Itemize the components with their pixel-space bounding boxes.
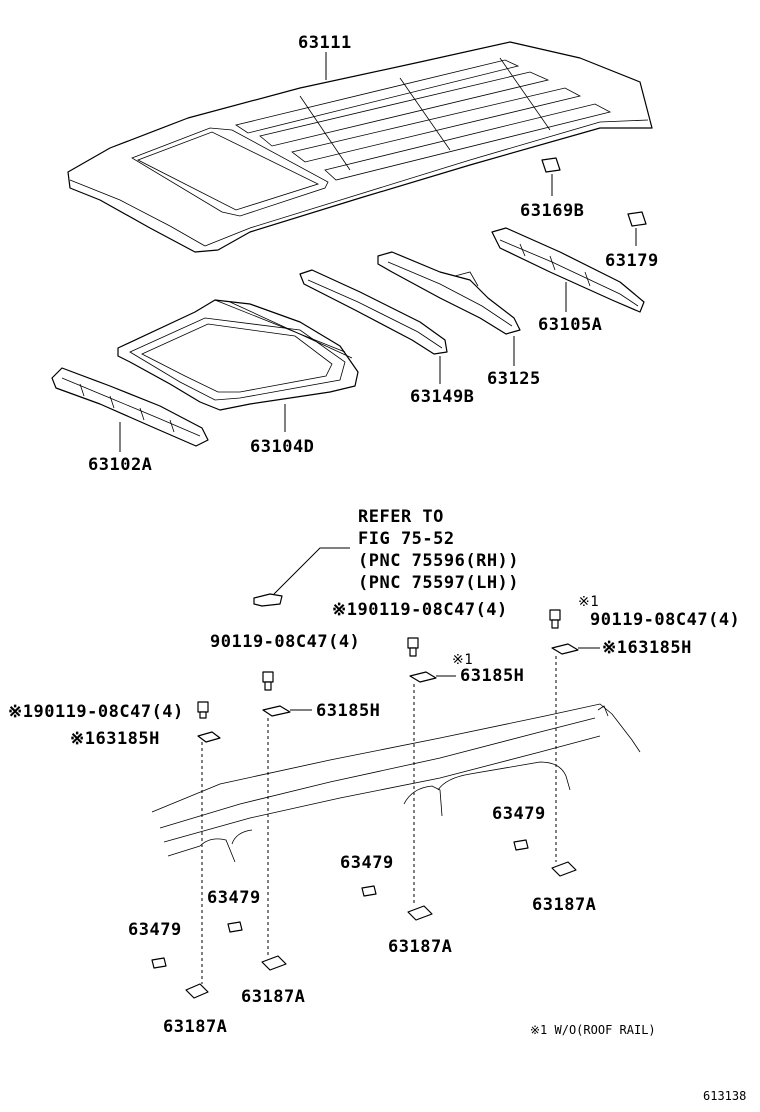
bracket-3-icon[interactable] — [407, 905, 433, 921]
label-screw-c: 90119-08C47(4) — [210, 632, 360, 652]
label-cover-b-mark: ※1 — [452, 652, 473, 668]
refer-line-4: (PNC 75597(LH)) — [358, 573, 519, 593]
reinforcement-63102a[interactable] — [51, 367, 209, 447]
refer-line-3: (PNC 75596(RH)) — [358, 551, 519, 571]
pad-63179[interactable] — [627, 211, 647, 227]
label-clip-1: 63479 — [128, 920, 182, 940]
label-bracket-3: 63187A — [388, 937, 452, 957]
label-63104d: 63104D — [250, 437, 314, 457]
label-screw-b-mark: ※1 — [578, 594, 599, 610]
screw-a-icon[interactable] — [407, 637, 419, 657]
cover-d-icon[interactable] — [197, 731, 221, 743]
sunroof-housing-63104d[interactable] — [117, 299, 359, 411]
label-63105a: 63105A — [538, 315, 602, 335]
reinforcement-63125[interactable] — [377, 251, 521, 335]
label-screw-b: 90119-08C47(4) — [590, 610, 740, 630]
refer-line-2: FIG 75-52 — [358, 529, 455, 549]
cover-c-icon[interactable] — [262, 705, 291, 717]
label-screw-d: ※190119-08C47(4) — [8, 702, 184, 722]
label-63125: 63125 — [487, 369, 541, 389]
bracket-2-icon[interactable] — [261, 955, 287, 971]
refer-line-1: REFER TO — [358, 507, 444, 527]
clip-3-icon[interactable] — [361, 885, 377, 897]
roof-panel-63111[interactable] — [67, 41, 653, 253]
label-clip-4: 63479 — [492, 804, 546, 824]
label-cover-c: 63185H — [316, 701, 380, 721]
rail-end-cover[interactable] — [253, 593, 283, 607]
clip-4-icon[interactable] — [513, 839, 529, 851]
label-63102a: 63102A — [88, 455, 152, 475]
label-bracket-2: 63187A — [241, 987, 305, 1007]
label-63149b: 63149B — [410, 387, 474, 407]
cover-a-icon[interactable] — [551, 643, 579, 655]
label-bracket-1: 63187A — [163, 1017, 227, 1037]
label-clip-3: 63479 — [340, 853, 394, 873]
label-63169b: 63169B — [520, 201, 584, 221]
label-cover-d: ※163185H — [70, 729, 160, 749]
bracket-1-icon[interactable] — [185, 983, 209, 999]
clip-1-icon[interactable] — [151, 957, 167, 969]
label-bracket-4: 63187A — [532, 895, 596, 915]
cover-b-icon[interactable] — [409, 671, 437, 683]
pad-63169b[interactable] — [541, 157, 561, 173]
screw-d-icon[interactable] — [197, 701, 209, 719]
label-cover-a: ※163185H — [602, 638, 692, 658]
figure-number: 613138 — [703, 1089, 746, 1103]
screw-c-icon[interactable] — [262, 671, 274, 691]
label-screw-a: ※190119-08C47(4) — [332, 600, 508, 620]
roof-side-outline — [151, 703, 641, 863]
label-cover-b: 63185H — [460, 666, 524, 686]
screw-b-icon[interactable] — [549, 609, 561, 629]
label-63179: 63179 — [605, 251, 659, 271]
footnote: ※1 W/O(ROOF RAIL) — [530, 1023, 656, 1037]
label-clip-2: 63479 — [207, 888, 261, 908]
clip-2-icon[interactable] — [227, 921, 243, 933]
label-63111: 63111 — [298, 33, 352, 53]
bracket-4-icon[interactable] — [551, 861, 577, 877]
reinforcement-63105a[interactable] — [491, 227, 645, 313]
reinforcement-63149b[interactable] — [299, 269, 448, 355]
